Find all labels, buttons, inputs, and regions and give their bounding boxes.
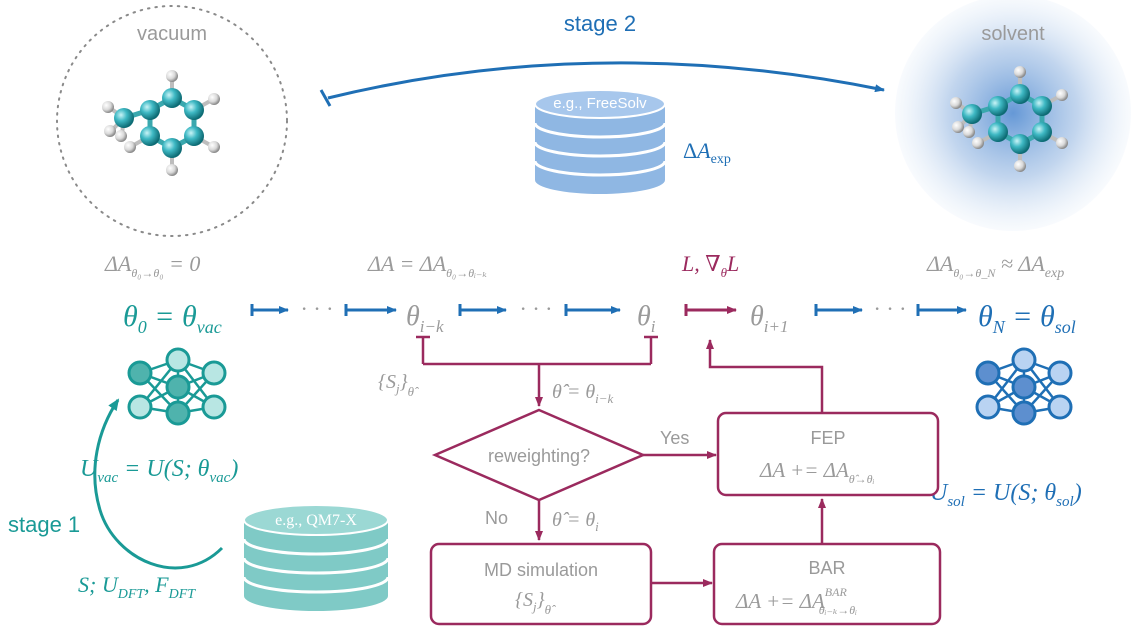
yes-label: Yes [660, 428, 689, 448]
theta-0-vac: θ0 = θvac [123, 300, 222, 337]
chain-dots-2: · · · [520, 296, 553, 321]
theta-hat-ik-label: θ̂ = θi−k [552, 381, 614, 406]
fep-box [716, 411, 940, 497]
stage2-arrow-tail [319, 89, 332, 107]
chain-arrows-left [250, 304, 621, 316]
theta-i-minus-k: θi−k [406, 301, 444, 336]
u-sol-equation: Usol = U(S; θsol) [930, 480, 1082, 510]
fep-to-loss-arrow [706, 339, 824, 413]
chain-dots-1: · · · [301, 296, 334, 321]
neural-network-vacuum-icon [127, 347, 227, 426]
freesolv-database-icon [533, 89, 667, 194]
stage1-label: stage 1 [8, 512, 80, 537]
sample-set-label: {Sj}θ̂ [378, 371, 419, 399]
u-vac-equation: Uvac = U(S; θvac) [80, 456, 238, 486]
fep-title: FEP [810, 428, 845, 448]
theta-i-plus-1: θi+1 [750, 301, 788, 336]
toluene-molecule-vacuum-icon [102, 70, 220, 176]
dft-data-label: S; UDFT, FDFT [78, 572, 196, 602]
qm7x-database-icon [242, 504, 390, 611]
md-simulation-box [429, 542, 653, 626]
bar-box [712, 542, 942, 626]
eq-final-free-energy: ΔAθ₀→θ_N ≈ ΔAexp [926, 251, 1064, 281]
freesolv-database-label: e.g., FreeSolv [553, 95, 647, 112]
theta-i: θi [637, 301, 656, 336]
chain-arrow-update [684, 304, 737, 316]
eq-intermediate-free-energy: ΔA = ΔAθ₀→θᵢ₋ₖ [367, 251, 487, 280]
md-simulation-title: MD simulation [484, 560, 598, 580]
solvent-cloud [895, 0, 1131, 231]
stage2-arrow [327, 61, 885, 100]
neural-network-solvent-icon [975, 347, 1073, 426]
stage2-label: stage 2 [564, 11, 636, 36]
qm7x-database-label: e.g., QM7-X [275, 512, 357, 529]
solvent-label: solvent [981, 23, 1045, 45]
md-sample-set: {Sj}θ̂ [515, 589, 556, 617]
sampling-bracket [416, 335, 658, 407]
chain-dots-3: · · · [874, 296, 907, 321]
theta-hat-i-label: θ̂ = θi [552, 509, 599, 534]
reweighting-label: reweighting? [488, 446, 590, 466]
vacuum-label: vacuum [137, 23, 207, 45]
stage1-arrow [93, 398, 224, 570]
eq-initial-free-energy: ΔAθ₀→θ₀ = 0 [104, 251, 200, 280]
loss-gradient-label: L, ∇θL [681, 251, 739, 280]
chain-arrows-right [814, 304, 967, 316]
theta-n-sol: θN = θsol [978, 300, 1076, 337]
no-label: No [485, 508, 508, 528]
bar-title: BAR [808, 558, 845, 578]
delta-a-exp: ΔAexp [683, 138, 731, 167]
vacuum-boundary [56, 5, 288, 237]
fep-equation: ΔA += ΔAθ̂→θᵢ [759, 458, 875, 486]
